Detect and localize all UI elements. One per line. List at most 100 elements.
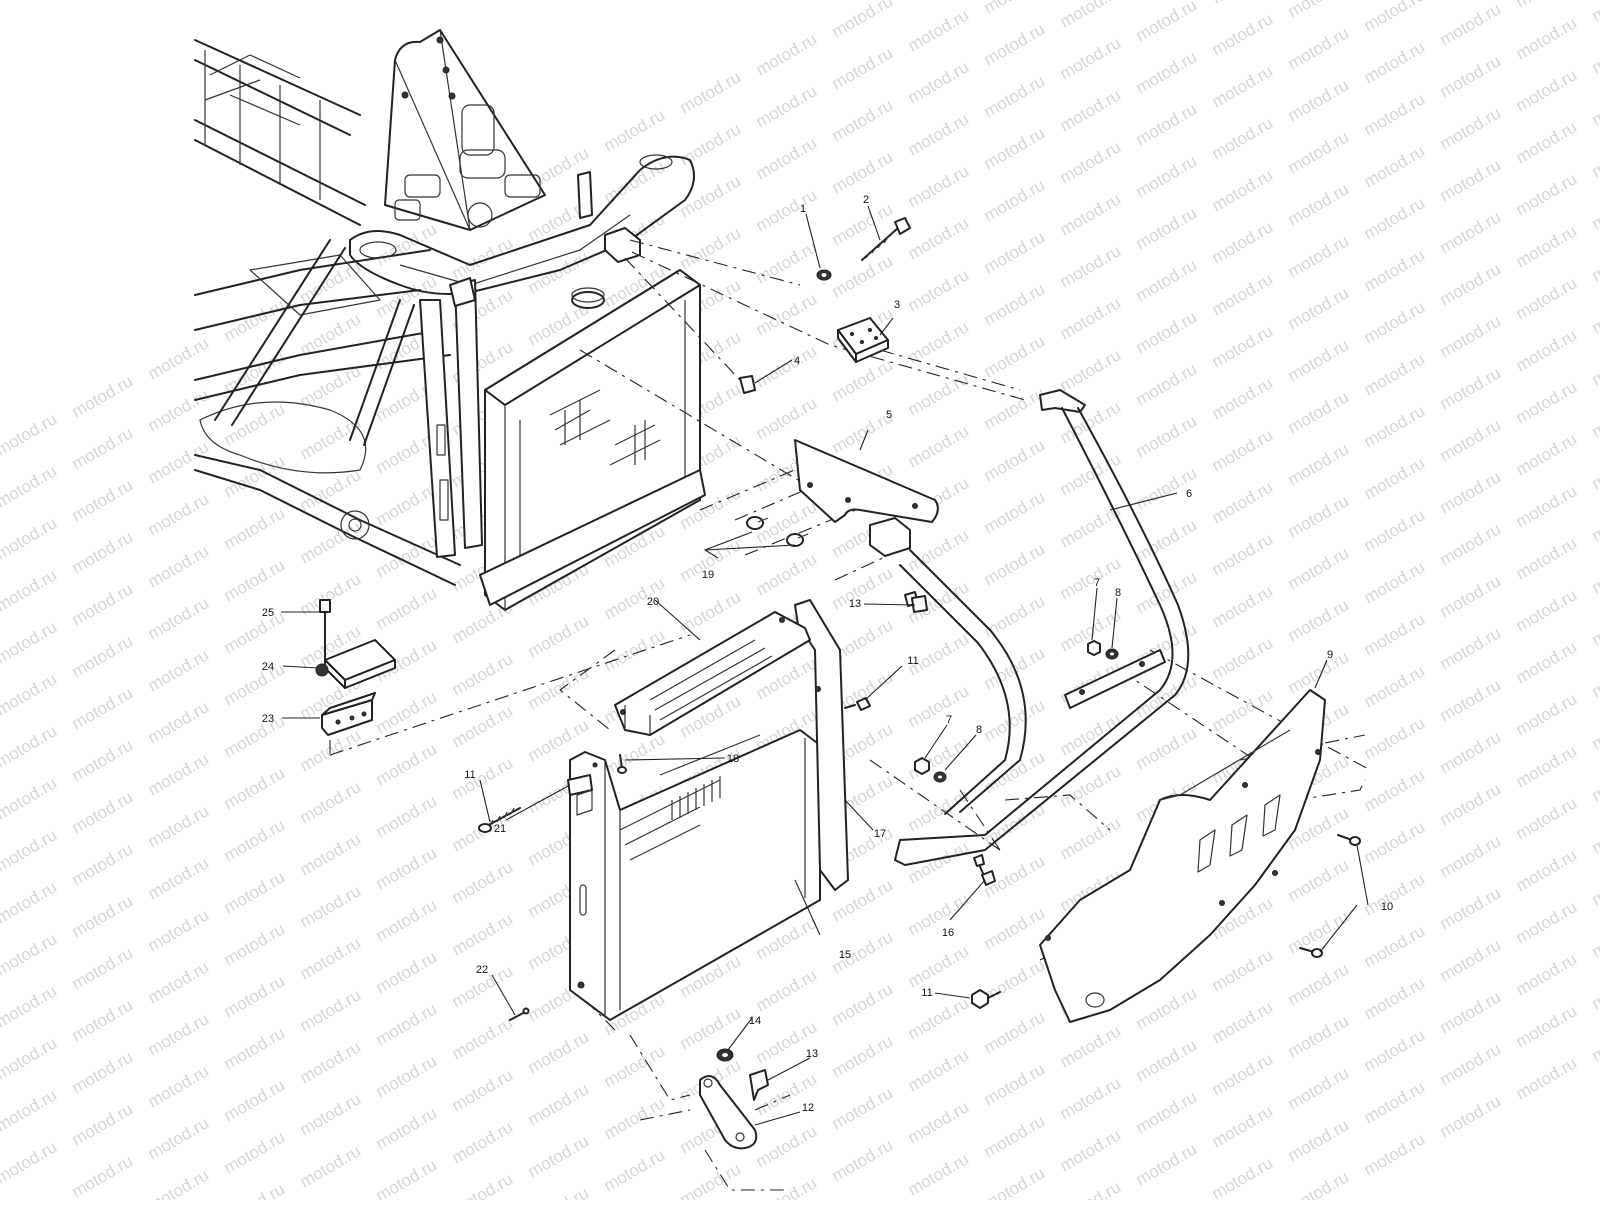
- watermark-text: motod.ru: [69, 787, 137, 837]
- watermark-text: motod.ru: [145, 1061, 213, 1111]
- watermark-text: motod.ru: [1133, 203, 1201, 253]
- watermark-text: motod.ru: [221, 399, 289, 449]
- watermark-text: motod.ru: [0, 669, 60, 719]
- watermark-text: motod.ru: [981, 1111, 1049, 1161]
- callout-18: 18: [727, 753, 739, 765]
- watermark-text: motod.ru: [297, 777, 365, 827]
- watermark-text: motod.ru: [1513, 1053, 1581, 1103]
- callout-10: 10: [1381, 901, 1393, 913]
- watermark-text: motod.ru: [1361, 765, 1429, 815]
- watermark-text: motod.ru: [145, 697, 213, 747]
- watermark-text: motod.ru: [1437, 51, 1505, 101]
- watermark-text: motod.ru: [1437, 935, 1505, 985]
- watermark-text: motod.ru: [145, 1165, 213, 1200]
- watermark-text: motod.ru: [1057, 1073, 1125, 1123]
- watermark-text: motod.ru: [1057, 761, 1125, 811]
- callout-20: 20: [647, 596, 659, 608]
- watermark-text: motod.ru: [905, 941, 973, 991]
- watermark-text: motod.ru: [1285, 491, 1353, 541]
- watermark-text: motod.ru: [905, 1149, 973, 1199]
- watermark-text: motod.ru: [1209, 1101, 1277, 1151]
- watermark-text: motod.ru: [1285, 179, 1353, 229]
- watermark-text: motod.ru: [373, 1155, 441, 1200]
- watermark-text: motod.ru: [1133, 47, 1201, 97]
- watermark-text: motod.ru: [1513, 741, 1581, 791]
- watermark-text: motod.ru: [1209, 581, 1277, 631]
- callout-12: 12: [802, 1102, 814, 1114]
- watermark-text: motod.ru: [1133, 151, 1201, 201]
- watermark-text: motod.ru: [69, 891, 137, 941]
- watermark-text: motod.ru: [1285, 647, 1353, 697]
- watermark-text: motod.ru: [1437, 519, 1505, 569]
- watermark-text: motod.ru: [1513, 13, 1581, 63]
- watermark-text: motod.ru: [677, 587, 745, 637]
- watermark-text: motod.ru: [1361, 0, 1429, 35]
- part-washer-14: [717, 1049, 733, 1061]
- watermark-text: motod.ru: [1361, 973, 1429, 1023]
- watermark-text: motod.ru: [297, 413, 365, 463]
- watermark-text: motod.ru: [1513, 429, 1581, 479]
- watermark-text: motod.ru: [1437, 779, 1505, 829]
- watermark-text: motod.ru: [905, 889, 973, 939]
- watermark-text: motod.ru: [981, 903, 1049, 953]
- watermark-text: motod.ru: [221, 659, 289, 709]
- watermark-text: motod.ru: [829, 199, 897, 249]
- watermark-text: motod.ru: [905, 109, 973, 159]
- watermark-text: motod.ru: [69, 735, 137, 785]
- watermark-text: motod.ru: [905, 525, 973, 575]
- watermark-text: motod.ru: [1361, 817, 1429, 867]
- watermark-text: motod.ru: [1437, 207, 1505, 257]
- watermark-text: motod.ru: [753, 237, 821, 287]
- watermark-text: motod.ru: [753, 549, 821, 599]
- watermark-text: motod.ru: [1209, 61, 1277, 111]
- radiator: [480, 270, 705, 610]
- watermark-text: motod.ru: [1589, 963, 1600, 1013]
- watermark-text: motod.ru: [1361, 869, 1429, 919]
- watermark-text: motod.ru: [1285, 1167, 1353, 1200]
- callout-16: 16: [942, 927, 954, 939]
- watermark-text: motod.ru: [145, 957, 213, 1007]
- watermark-text: motod.ru: [1285, 595, 1353, 645]
- watermark-text: motod.ru: [0, 1033, 60, 1083]
- watermark-text: motod.ru: [1437, 675, 1505, 725]
- watermark-text: motod.ru: [1437, 311, 1505, 361]
- watermark-text: motod.ru: [145, 437, 213, 487]
- watermark-text: motod.ru: [525, 611, 593, 661]
- watermark-text: motod.ru: [1437, 987, 1505, 1037]
- watermark-text: motod.ru: [601, 1145, 669, 1195]
- watermark-text: motod.ru: [829, 0, 897, 41]
- watermark-text: motod.ru: [1285, 543, 1353, 593]
- watermark-text: motod.ru: [1209, 165, 1277, 215]
- watermark-text: motod.ru: [1513, 273, 1581, 323]
- watermark-text: motod.ru: [449, 701, 517, 751]
- watermark-text: motod.ru: [221, 971, 289, 1021]
- watermark-text: motod.ru: [981, 539, 1049, 589]
- watermark-text: motod.ru: [1513, 117, 1581, 167]
- watermark-text: motod.ru: [1437, 363, 1505, 413]
- watermark-text: motod.ru: [905, 421, 973, 471]
- watermark-text: motod.ru: [753, 29, 821, 79]
- watermark-text: motod.ru: [145, 593, 213, 643]
- watermark-text: motod.ru: [145, 749, 213, 799]
- watermark-text: motod.ru: [221, 451, 289, 501]
- watermark-text: motod.ru: [1285, 23, 1353, 73]
- watermark-text: motod.ru: [601, 157, 669, 207]
- watermark-text: motod.ru: [981, 279, 1049, 329]
- watermark-text: motod.ru: [981, 0, 1049, 17]
- watermark-text: motod.ru: [449, 649, 517, 699]
- watermark-text: motod.ru: [297, 881, 365, 931]
- watermark-text: motod.ru: [145, 1009, 213, 1059]
- watermark-text: motod.ru: [1361, 193, 1429, 243]
- callout-22: 22: [476, 964, 488, 976]
- watermark-text: motod.ru: [1437, 1091, 1505, 1141]
- watermark-text: motod.ru: [981, 71, 1049, 121]
- watermark-text: motod.ru: [829, 1135, 897, 1185]
- watermark-text: motod.ru: [1361, 453, 1429, 503]
- watermark-text: motod.ru: [1133, 307, 1201, 357]
- watermark-text: motod.ru: [753, 393, 821, 443]
- watermark-text: motod.ru: [1437, 727, 1505, 777]
- watermark-text: motod.ru: [1589, 79, 1600, 129]
- watermark-text: motod.ru: [221, 867, 289, 917]
- watermark-text: motod.ru: [525, 1131, 593, 1181]
- watermark-text: motod.ru: [1361, 609, 1429, 659]
